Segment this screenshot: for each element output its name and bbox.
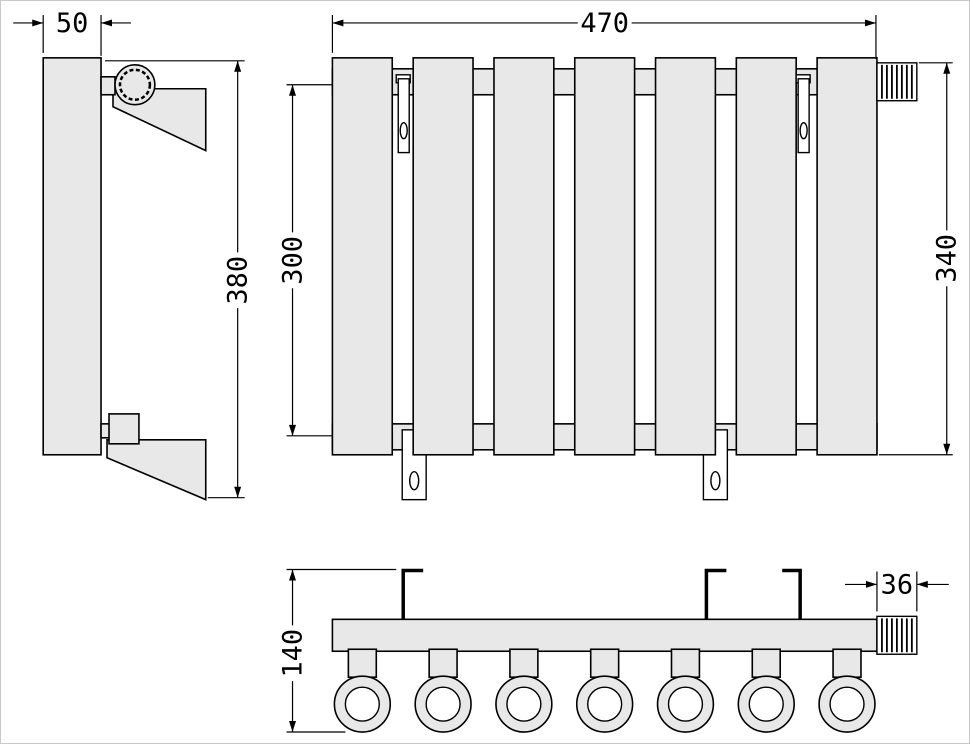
dim-side-width: 50: [13, 8, 131, 56]
tube-stem: [832, 648, 862, 678]
tube-stem: [751, 648, 782, 678]
dim-element-width: 36: [845, 569, 949, 612]
mounting-hook-left: [401, 568, 424, 620]
top-bracket-right: [795, 74, 811, 154]
bracket-slot: [409, 471, 420, 491]
tube-inner: [506, 686, 542, 722]
front-view: [331, 57, 918, 501]
dim-label-element-width: 36: [881, 569, 913, 600]
extension-lines: [876, 571, 918, 612]
side-profile-body: [42, 57, 102, 456]
mounting-hook-middle: [704, 568, 727, 620]
radiator-column-2: [412, 57, 474, 456]
tube-section-7: [818, 648, 876, 733]
dim-label-side-height: 380: [223, 256, 254, 305]
side-view: [42, 57, 207, 501]
tube-inner: [829, 686, 865, 722]
bracket-slot: [399, 121, 408, 140]
dim-label-depth: 140: [277, 629, 308, 678]
radiator-column-4: [573, 57, 636, 456]
dim-label-front-width: 470: [580, 8, 629, 39]
tube-inner: [425, 686, 461, 722]
bracket-plate: [797, 78, 810, 154]
tube-inner: [344, 686, 380, 722]
tube-section-5: [656, 648, 715, 733]
top-bracket-left: [395, 74, 411, 154]
bracket-plate: [397, 78, 410, 154]
dim-collector-spacing: 300: [277, 85, 333, 436]
bottom-view: [331, 568, 918, 733]
heating-element-plan-ribs: [881, 618, 913, 653]
dim-front-height: 340: [878, 63, 963, 455]
radiator-column-7: [816, 57, 878, 456]
tube-stem: [428, 648, 458, 678]
heating-element-ribs: [881, 64, 913, 99]
dim-label-collector-spacing: 300: [277, 236, 308, 285]
tube-stem: [347, 648, 378, 678]
radiator-column-3: [493, 57, 555, 456]
tube-inner: [587, 686, 623, 722]
tube-section-1: [333, 648, 392, 733]
collector-bar: [331, 618, 878, 653]
tube-section-4: [575, 648, 634, 733]
tube-section-3: [495, 648, 553, 733]
radiator-column-1: [331, 57, 394, 456]
radiator-column-5: [654, 57, 717, 456]
bottom-fitting: [108, 413, 140, 445]
dim-label-side-width: 50: [56, 8, 88, 39]
tube-stem: [670, 648, 701, 678]
mounting-hook-right: [782, 568, 802, 620]
top-valve-connector: [100, 75, 116, 96]
dim-depth: 140: [277, 569, 397, 732]
tube-inner: [748, 686, 784, 722]
bottom-wall-bracket: [106, 439, 207, 501]
tube-section-2: [414, 648, 472, 733]
tube-stem: [509, 648, 539, 678]
tube-inner: [667, 686, 704, 722]
bracket-slot: [710, 471, 721, 491]
dim-side-height: 380: [105, 61, 254, 498]
tube-stem: [589, 648, 620, 678]
valve-knob-knurl: [118, 68, 152, 101]
radiator-column-6: [735, 57, 797, 456]
bracket-slot: [799, 121, 808, 140]
tube-section-6: [737, 648, 795, 733]
dim-label-front-height: 340: [932, 234, 963, 283]
dim-front-width: 470: [332, 8, 876, 59]
